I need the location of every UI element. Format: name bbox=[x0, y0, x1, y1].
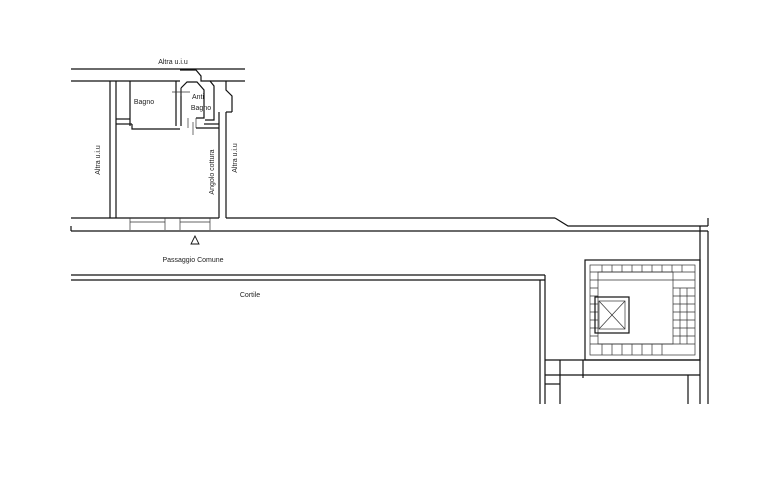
label-cortile: Cortile bbox=[240, 292, 260, 299]
label-altra-top: Altra u.i.u bbox=[158, 59, 188, 66]
label-bagno: Bagno bbox=[134, 99, 154, 106]
entrance-triangle-icon bbox=[190, 234, 200, 245]
label-anti: Anti bbox=[192, 94, 205, 101]
upper-building-walls bbox=[70, 68, 709, 232]
stair-core bbox=[545, 259, 701, 404]
label-anti-bagno: Bagno bbox=[191, 105, 211, 112]
courtyard-walls bbox=[71, 226, 709, 404]
elevator-icon bbox=[594, 296, 630, 334]
label-altra-right: Altra u.i.u bbox=[232, 143, 239, 173]
staircase-icon bbox=[589, 264, 696, 356]
label-altra-left: Altra u.i.u bbox=[95, 145, 102, 175]
label-angolo-cottura: Angolo cottura bbox=[209, 149, 216, 194]
label-passaggio-comune: Passaggio Comune bbox=[162, 257, 223, 264]
